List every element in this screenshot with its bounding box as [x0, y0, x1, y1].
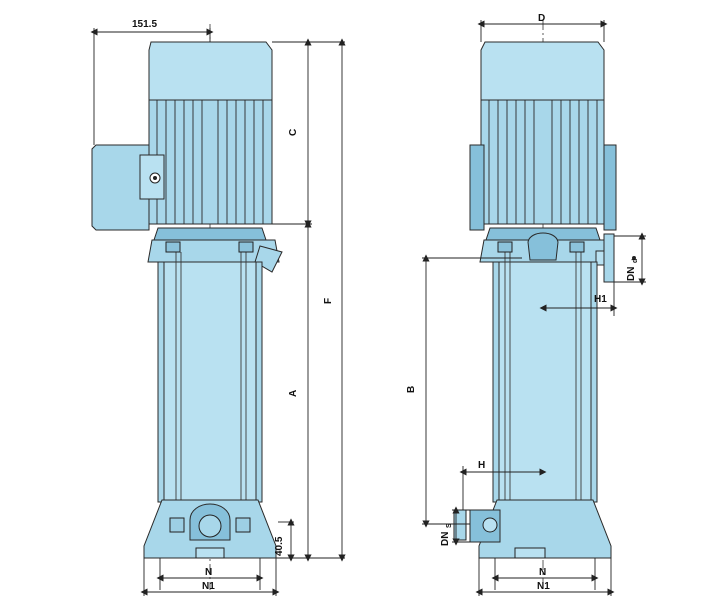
right-right-cover: [603, 144, 617, 231]
left-n1-label: N1: [202, 581, 215, 592]
right-motor-body: [480, 99, 605, 225]
left-cable-gland-center-icon: [153, 176, 157, 180]
right-b-label: B: [406, 386, 417, 393]
right-discharge-outlet: [527, 232, 559, 261]
right-tie-rods: [504, 252, 582, 510]
right-discharge-flange: [603, 233, 615, 283]
left-motor-top: [148, 41, 273, 101]
left-base-bolt-left: [169, 517, 185, 533]
left-base-center-pad: [195, 547, 225, 559]
left-base-height-label: 40.5: [274, 536, 285, 556]
left-a-label: A: [288, 390, 299, 397]
left-f-label: F: [323, 298, 334, 304]
right-discharge-nozzle: [595, 250, 605, 266]
left-width-label: 151.5: [132, 19, 157, 30]
left-motor-fins: [156, 100, 264, 224]
right-n1-label: N1: [537, 581, 550, 592]
right-inlet-port-icon: [482, 517, 498, 533]
right-pump-view: D DN d H1 B H: [406, 13, 646, 596]
left-adaptor: [153, 227, 267, 241]
right-d-label: D: [538, 13, 545, 24]
right-n-label: N: [539, 567, 546, 578]
left-top-bolt-left: [165, 241, 181, 253]
right-h-label: H: [478, 460, 485, 471]
left-pump-view: 151.5 C F A 40.5 N: [90, 19, 346, 596]
right-dnd-label-sub: d: [632, 259, 639, 263]
left-n-label: N: [205, 567, 212, 578]
right-dns-label-group: DN S: [440, 523, 453, 546]
left-tie-rods: [175, 252, 247, 508]
left-inlet-port-icon: [198, 514, 222, 538]
left-top-bolt-right: [238, 241, 254, 253]
right-pump-barrel-highlight: [498, 261, 592, 503]
left-c-label: C: [288, 129, 299, 136]
left-motor-body: [148, 99, 273, 225]
right-discharge-center-icon: [632, 256, 636, 260]
right-dnd-label-group: DN d: [626, 259, 639, 281]
right-dns-label-sub: S: [446, 523, 453, 528]
right-top-bolt-left: [497, 241, 513, 253]
right-base-center-pad: [514, 547, 546, 559]
right-top-bolt-right: [569, 241, 585, 253]
right-dnd-label-main: DN: [626, 267, 637, 281]
right-dns-label-main: DN: [440, 532, 451, 546]
left-base-bolt-right: [235, 517, 251, 533]
left-terminal-box: [91, 144, 150, 231]
right-motor-fins: [488, 100, 598, 224]
right-h1-label: H1: [594, 294, 607, 305]
right-left-cover: [469, 144, 485, 231]
left-pump-barrel-highlight: [163, 261, 257, 503]
right-motor-top: [480, 41, 605, 101]
